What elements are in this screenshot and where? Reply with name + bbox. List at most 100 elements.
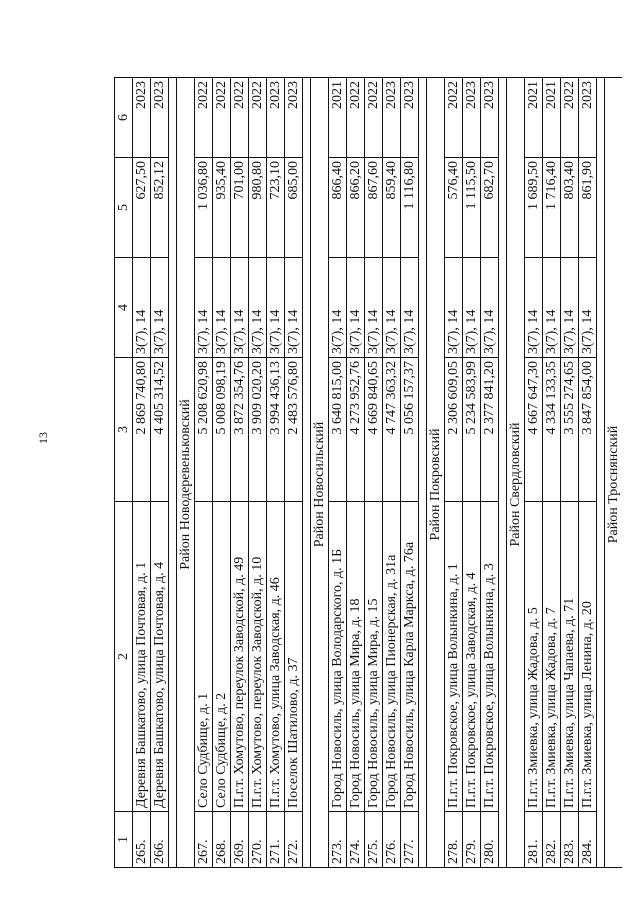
- table-cell: 859,40: [382, 157, 401, 258]
- table-cell: Деревня Башкатово, улица Почтовая, д. 1: [132, 501, 151, 812]
- table-cell: 701,00: [230, 157, 249, 258]
- gap-cell: [498, 77, 507, 868]
- table-cell: 2023: [266, 77, 285, 158]
- table-cell: 576,40: [444, 157, 463, 258]
- table-cell: 5 008 098,19: [212, 357, 231, 502]
- table-cell: 3 847 854,00: [578, 357, 597, 502]
- table-cell: 274.: [346, 811, 365, 868]
- table-row: 271.П.г.т. Хомутово, улица Заводская, д.…: [266, 77, 285, 868]
- table-cell: 283.: [560, 811, 579, 868]
- table-cell: 3(7), 14: [132, 257, 151, 358]
- section-header-row: Район Свердловский: [506, 77, 525, 868]
- table-cell: 2 306 609,05: [444, 357, 463, 502]
- table-cell: 268.: [212, 811, 231, 868]
- table-cell: П.г.т. Змиевка, улица Жадова, д. 7: [542, 501, 561, 812]
- table-cell: 723,10: [266, 157, 285, 258]
- table-cell: 852,12: [150, 157, 169, 258]
- table-cell: 2021: [328, 77, 347, 158]
- table-cell: 281.: [524, 811, 543, 868]
- section-title: Район Новодеревеньковский: [178, 399, 193, 570]
- table-cell: 3(7), 14: [266, 257, 285, 358]
- table-cell: 266.: [150, 811, 169, 868]
- table-cell: 2023: [284, 77, 303, 158]
- table-row: 269.П.г.т. Хомутово, переулок Заводской,…: [230, 77, 249, 868]
- table-cell: 3(7), 14: [480, 257, 499, 358]
- table-cell: 867,60: [364, 157, 383, 258]
- table-cell: 4 405 314,52: [150, 357, 169, 502]
- table-cell: 279.: [462, 811, 481, 868]
- table-cell: 275.: [364, 811, 383, 868]
- table-cell: 3(7), 14: [328, 257, 347, 358]
- gap-cell: [168, 77, 177, 868]
- table-cell: П.г.т. Хомутово, переулок Заводской, д. …: [248, 501, 267, 812]
- header-cell: 4: [114, 257, 133, 358]
- table-cell: 3(7), 14: [542, 257, 561, 358]
- table-cell: 627,50: [132, 157, 151, 258]
- table-row: 283.П.г.т. Змиевка, улица Чапаева, д. 71…: [560, 77, 579, 868]
- table-cell: 866,20: [346, 157, 365, 258]
- table-cell: 4 334 133,35: [542, 357, 561, 502]
- section-spacer: [176, 77, 195, 158]
- table-cell: 4 667 647,30: [524, 357, 543, 502]
- table-cell: 5 234 583,99: [462, 357, 481, 502]
- table-cell: П.г.т. Хомутово, улица Заводская, д. 46: [266, 501, 285, 812]
- table-cell: 3(7), 14: [194, 257, 213, 358]
- table-cell: 2023: [578, 77, 597, 158]
- document-table-area: 1 2 3 4 5 6 265.Деревня Башкатово, улица…: [114, 77, 622, 868]
- table-cell: 273.: [328, 811, 347, 868]
- table-cell: П.г.т. Покровское, улица Волынкина, д. 3: [480, 501, 499, 812]
- gap-cell: [418, 77, 427, 868]
- table-cell: П.г.т. Змиевка, улица Ленина, д. 20: [578, 501, 597, 812]
- table-cell: 2023: [462, 77, 481, 158]
- table-row: 278.П.г.т. Покровское, улица Волынкина, …: [444, 77, 463, 868]
- table-cell: 1 689,50: [524, 157, 543, 258]
- table-cell: 265.: [132, 811, 151, 868]
- table-cell: 3(7), 14: [212, 257, 231, 358]
- section-title: Район Троснянский: [606, 425, 621, 544]
- table-cell: 2022: [560, 77, 579, 158]
- table-row: 276.Город Новосиль, улица Пионерская, д.…: [382, 77, 401, 868]
- table-cell: 861,90: [578, 157, 597, 258]
- table-row: 279.П.г.т. Покровское, улица Заводская, …: [462, 77, 481, 868]
- table-cell: 2023: [400, 77, 419, 158]
- table-cell: Деревня Башкатово, улица Почтовая, д. 4: [150, 501, 169, 812]
- section-header-row: Район Новодеревеньковский: [176, 77, 195, 868]
- table-row: 280.П.г.т. Покровское, улица Волынкина, …: [480, 77, 499, 868]
- table-cell: 5 208 620,98: [194, 357, 213, 502]
- table-cell: Город Новосиль, улица Володарского, д. 1…: [328, 501, 347, 812]
- table-cell: Поселок Шатилово, д. 37: [284, 501, 303, 812]
- table-cell: Город Новосиль, улица Мира, д. 18: [346, 501, 365, 812]
- table-cell: 278.: [444, 811, 463, 868]
- table-cell: 935,40: [212, 157, 231, 258]
- table-cell: 282.: [542, 811, 561, 868]
- table-cell: 2021: [524, 77, 543, 158]
- table-cell: 2021: [542, 77, 561, 158]
- gap-cell: [302, 77, 311, 868]
- table-cell: 1 036,80: [194, 157, 213, 258]
- table-cell: П.г.т. Покровское, улица Заводская, д. 4: [462, 501, 481, 812]
- header-cell: 5: [114, 157, 133, 258]
- section-spacer: [604, 77, 622, 158]
- table-cell: 276.: [382, 811, 401, 868]
- table-cell: 3 555 274,65: [560, 357, 579, 502]
- table-cell: 866,40: [328, 157, 347, 258]
- table-cell: 270.: [248, 811, 267, 868]
- header-cell: 6: [114, 77, 133, 158]
- table-cell: 3 994 436,13: [266, 357, 285, 502]
- housing-repair-table: 1 2 3 4 5 6 265.Деревня Башкатово, улица…: [114, 77, 622, 868]
- table-cell: 3(7), 14: [150, 257, 169, 358]
- table-cell: П.г.т. Покровское, улица Волынкина, д. 1: [444, 501, 463, 812]
- table-cell: 2022: [346, 77, 365, 158]
- section-spacer: [506, 77, 525, 158]
- table-cell: 2023: [150, 77, 169, 158]
- table-cell: 2 869 740,80: [132, 357, 151, 502]
- table-cell: 277.: [400, 811, 419, 868]
- table-cell: 3(7), 14: [284, 257, 303, 358]
- section-spacer: [176, 811, 195, 868]
- table-cell: 4 747 363,32: [382, 357, 401, 502]
- page-number: 13: [36, 432, 50, 444]
